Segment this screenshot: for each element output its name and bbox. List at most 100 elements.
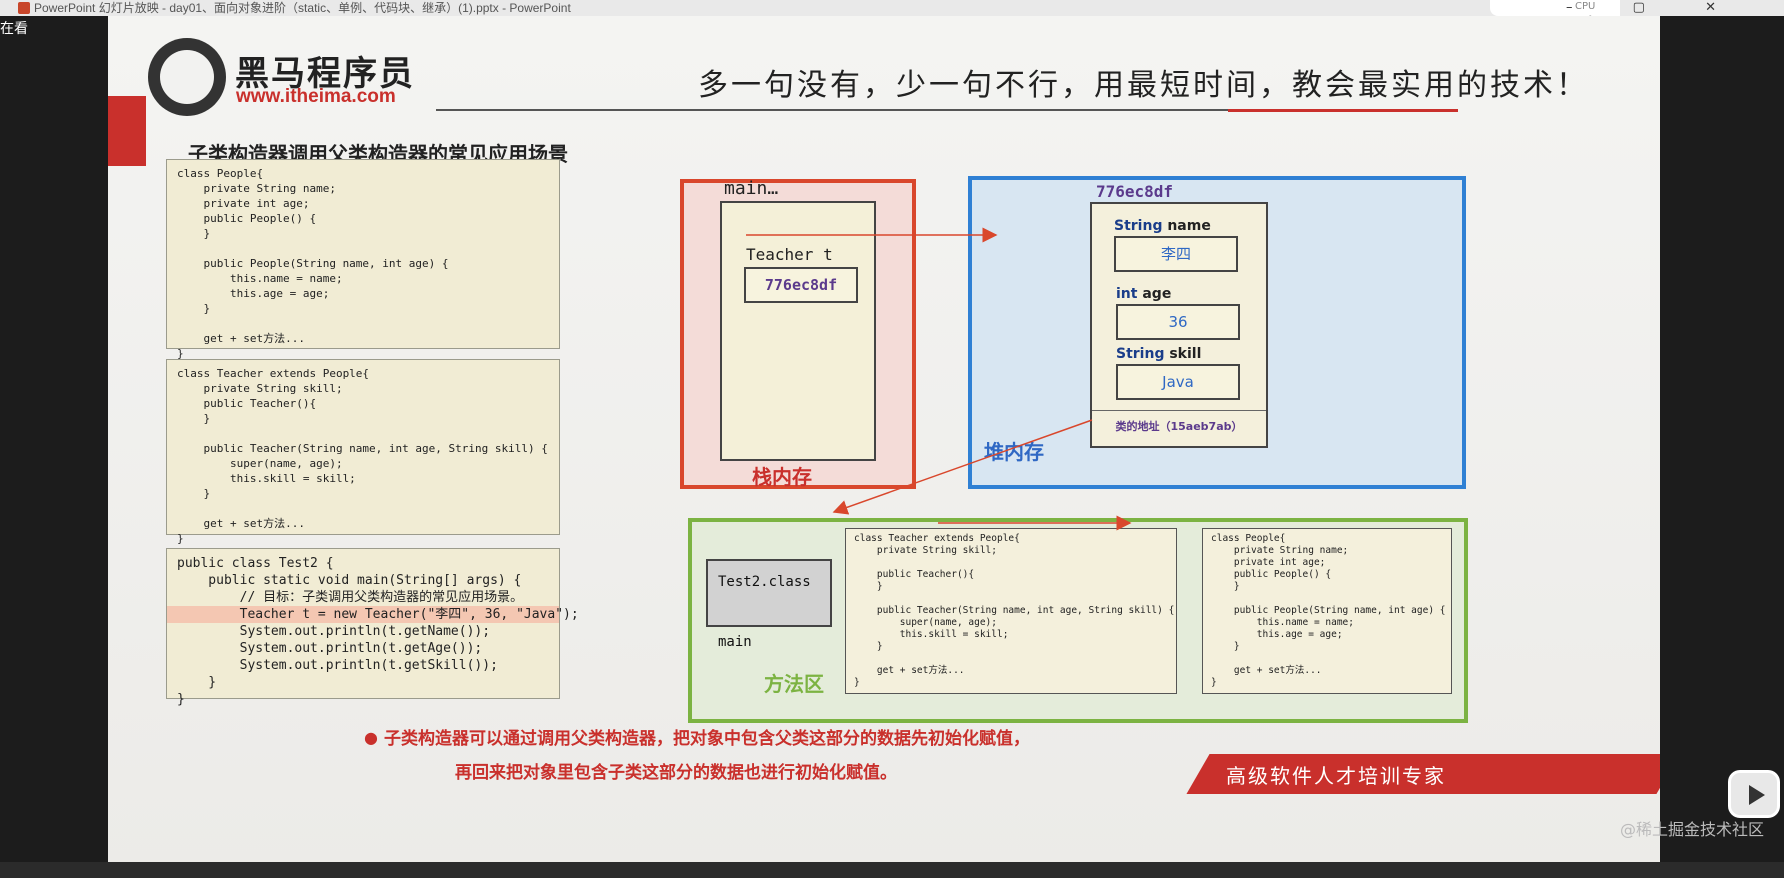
code-line: // 目标：子类调用父类构造器的常见应用场景。 [177, 590, 524, 605]
code-line: private String name; [1211, 545, 1349, 556]
bullet-text-line1: 子类构造器可以通过调用父类构造器，把对象中包含父类这部分的数据先初始化赋值， [384, 729, 1030, 749]
minimize-button[interactable]: – [1566, 0, 1601, 15]
slide: 黑马程序员 www.itheima.com 多一句没有，少一句不行，用最短时间，… [108, 16, 1660, 878]
code-line: Teacher t = new Teacher("李四", 36, "Java"… [167, 606, 579, 623]
code-teacher: class Teacher extends People{ private St… [166, 359, 560, 545]
close-button[interactable]: ✕ [1705, 0, 1744, 15]
play-icon[interactable] [1728, 770, 1780, 818]
code-line: } [177, 227, 211, 240]
code-line: } [177, 302, 211, 315]
code-line: } [1211, 581, 1240, 592]
code-line: } [177, 675, 217, 690]
field-value-name: 李四 [1114, 236, 1238, 272]
field-label-name: String name [1114, 218, 1211, 234]
window-title-bar: PowerPoint 幻灯片放映 - day01、面向对象进阶（static、单… [0, 0, 1784, 16]
decor-strip [108, 96, 146, 166]
bullet-text-line2: 再回来把对象里包含子类这部分的数据也进行初始化赋值。 [455, 763, 897, 783]
field-value-age: 36 [1116, 304, 1240, 340]
stack-memory: main… Teacher t 776ec8df 栈内存 [680, 178, 916, 489]
code-test: public class Test2 { public static void … [166, 548, 579, 707]
code-line: } [177, 532, 184, 545]
code-line: } [177, 347, 184, 360]
field-value-skill: Java [1116, 364, 1240, 400]
stack-label: 栈内存 [752, 465, 812, 489]
window-controls[interactable]: – ▢ ✕ [1566, 0, 1744, 15]
code-line: System.out.println(t.getSkill()); [177, 658, 498, 673]
code-line: } [854, 677, 860, 688]
code-line: private String skill; [177, 382, 343, 395]
code-line: } [854, 641, 883, 652]
powerpoint-icon [18, 2, 30, 14]
code-line: public People() { [1211, 569, 1332, 580]
code-line: super(name, age); [177, 457, 343, 470]
logo-name: 黑马程序员 [235, 54, 415, 94]
heap-memory: 776ec8df String name 李四 int age 36 Strin… [968, 176, 1466, 489]
stack-variable-value: 776ec8df [744, 267, 858, 303]
code-line: private String skill; [854, 545, 997, 556]
heap-label: 堆内存 [984, 440, 1044, 464]
code-line: this.age = age; [177, 287, 330, 300]
bullet-icon: ● [364, 728, 378, 747]
field-label-age: int age [1116, 286, 1172, 302]
code-line: public People(String name, int age) { [177, 257, 449, 270]
code-line: } [177, 487, 211, 500]
code-line: } [1211, 641, 1240, 652]
slogan-divider-accent [1228, 109, 1458, 112]
code-line: public People(String name, int age) { [1211, 605, 1446, 616]
video-progress-bar[interactable] [0, 862, 1784, 878]
stack-frame-title: main… [724, 178, 779, 199]
code-line: System.out.println(t.getName()); [177, 624, 491, 639]
field-label-skill: String skill [1116, 346, 1202, 362]
maximize-button[interactable]: ▢ [1632, 0, 1673, 15]
code-line: public class Test2 { [177, 556, 334, 571]
code-line: get + set方法... [177, 517, 305, 530]
logo-url: www.itheima.com [236, 86, 396, 107]
stack-frame: Teacher t 776ec8df [720, 201, 876, 461]
code-line: } [1211, 677, 1217, 688]
heap-object-address: 776ec8df [1096, 182, 1174, 201]
heap-object: String name 李四 int age 36 String skill J… [1090, 202, 1268, 448]
code-line: class Teacher extends People{ [854, 533, 1020, 544]
code-line: } [177, 412, 211, 425]
heap-object-divider [1092, 410, 1266, 411]
code-line: this.age = age; [1211, 629, 1343, 640]
code-line: super(name, age); [854, 617, 997, 628]
code-people: class People{ private String name; priva… [166, 159, 560, 360]
slogan: 多一句没有，少一句不行，用最短时间，教会最实用的技术！ [698, 68, 1589, 103]
overlay-watching-text: 在看 [0, 21, 28, 37]
method-area-people-code: class People{ private String name; priva… [1202, 528, 1452, 694]
footer-banner-text: 高级软件人才培训专家 [1226, 764, 1446, 788]
code-line: public Teacher(String name, int age, Str… [177, 442, 548, 455]
method-area-teacher-code: class Teacher extends People{ private St… [845, 528, 1177, 694]
code-line: public People() { [177, 212, 317, 225]
code-line: class Teacher extends People{ [177, 367, 370, 380]
code-line: get + set方法... [1211, 665, 1322, 676]
code-line: public Teacher(){ [854, 569, 975, 580]
code-line: System.out.println(t.getAge()); [177, 641, 483, 656]
code-line: private String name; [177, 182, 336, 195]
code-line: this.skill = skill; [854, 629, 1009, 640]
reference-arrows [746, 227, 1132, 531]
code-line: private int age; [177, 197, 310, 210]
method-area-label: 方法区 [764, 672, 824, 696]
code-line: class People{ [1211, 533, 1286, 544]
code-line: get + set方法... [177, 332, 305, 345]
code-line: this.skill = skill; [177, 472, 356, 485]
class-address: 类的地址（15aeb7ab） [1115, 420, 1243, 433]
code-line: class People{ [177, 167, 264, 180]
test2-class-box: Test2.class main [706, 559, 832, 650]
code-line: get + set方法... [854, 665, 965, 676]
code-line: } [854, 581, 883, 592]
window-title: PowerPoint 幻灯片放映 - day01、面向对象进阶（static、单… [34, 1, 571, 15]
code-line: public Teacher(){ [177, 397, 317, 410]
arrow-heap-to-class [832, 419, 1093, 515]
slogan-divider [436, 109, 1436, 111]
code-line: this.name = name; [177, 272, 343, 285]
code-line: private int age; [1211, 557, 1326, 568]
code-line: public static void main(String[] args) { [177, 573, 522, 588]
method-area: Test2.class main class Teacher extends P… [688, 518, 1468, 723]
logo-icon [148, 38, 226, 116]
watermark: @稀土掘金技术社区 [1620, 820, 1765, 839]
code-line: this.name = name; [1211, 617, 1354, 628]
stack-variable-label: Teacher t [746, 245, 833, 264]
